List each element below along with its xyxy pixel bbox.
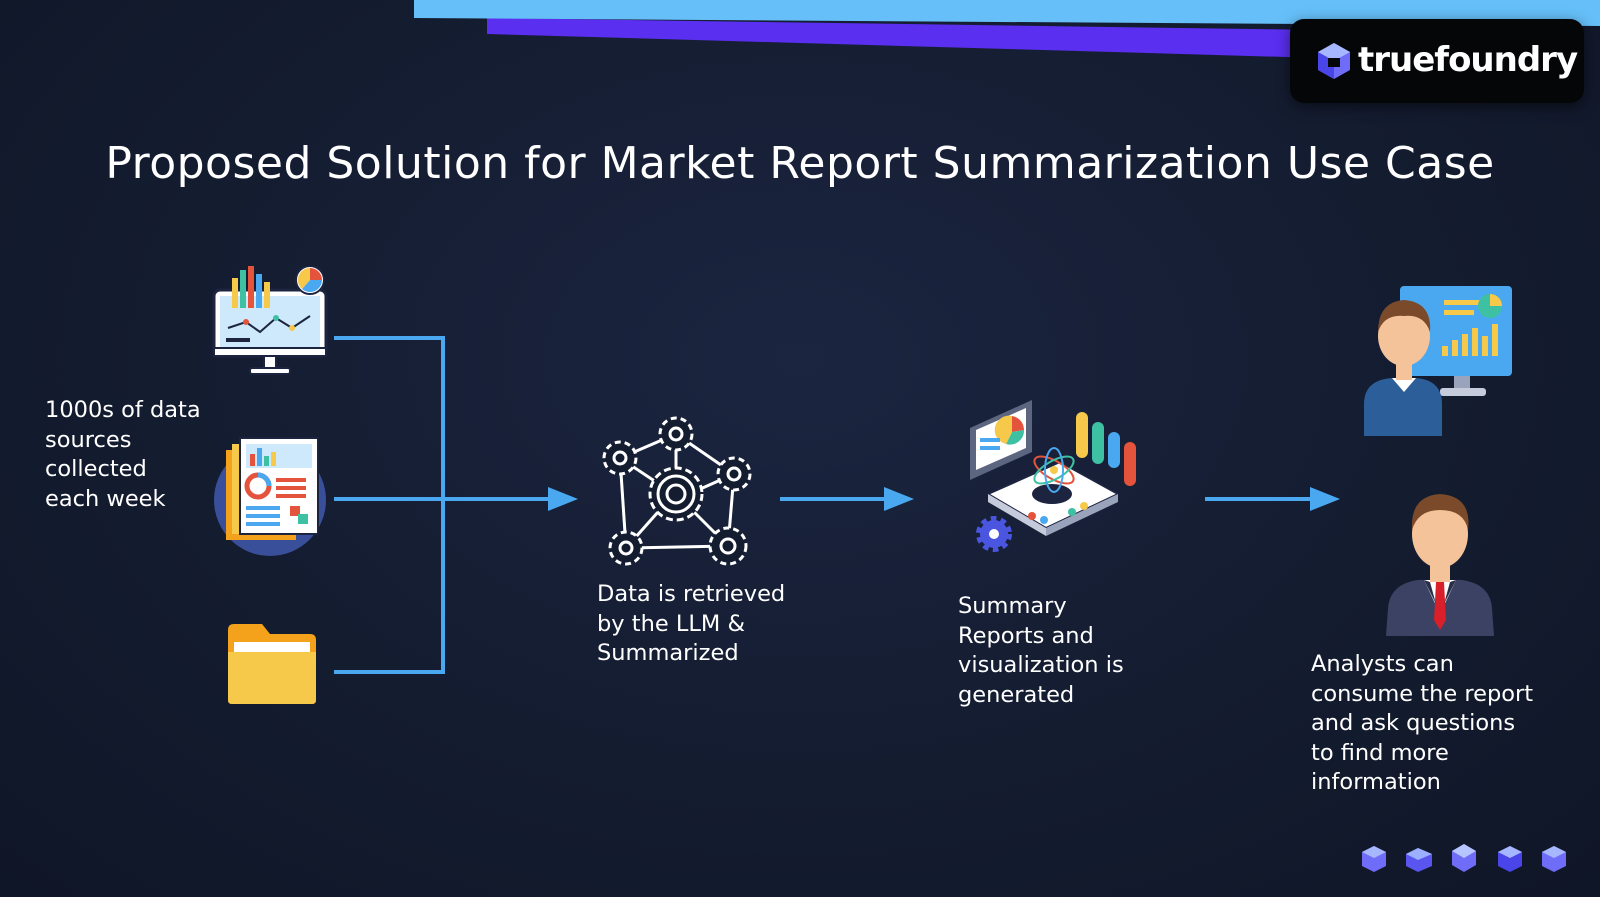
sources-caption: 1000s of data sources collected each wee… [45, 397, 201, 512]
folder-icon [228, 624, 316, 704]
dashboard-monitor-icon [212, 266, 328, 375]
analyst-presenter-icon [1364, 286, 1512, 436]
analysts-caption: Analysts can consume the report and ask … [1311, 651, 1534, 795]
businessman-icon [1386, 494, 1494, 636]
decorative-cubes [1362, 844, 1566, 872]
gear-network-icon [602, 416, 752, 566]
llm-caption: Data is retrieved by the LLM & Summarize… [597, 581, 786, 666]
brand-logo: truefoundry [1290, 19, 1584, 103]
data-visualization-icon [970, 400, 1136, 552]
report-document-icon [214, 437, 326, 556]
cube-icon [1362, 846, 1386, 872]
summary-caption: Summary Reports and visualization is gen… [958, 593, 1124, 708]
source-merge-bracket [334, 336, 550, 674]
arrow-to-analysts [1310, 487, 1340, 511]
truefoundry-logo-icon [1318, 43, 1350, 79]
cube-icon [1452, 844, 1476, 872]
arrow-to-llm [548, 487, 578, 511]
arrow-to-summary [884, 487, 914, 511]
slide-title: Proposed Solution for Market Report Summ… [105, 138, 1495, 189]
brand-name: truefoundry [1358, 40, 1578, 80]
cube-icon [1542, 846, 1566, 872]
cube-icon [1406, 848, 1432, 872]
cube-icon [1498, 846, 1522, 872]
